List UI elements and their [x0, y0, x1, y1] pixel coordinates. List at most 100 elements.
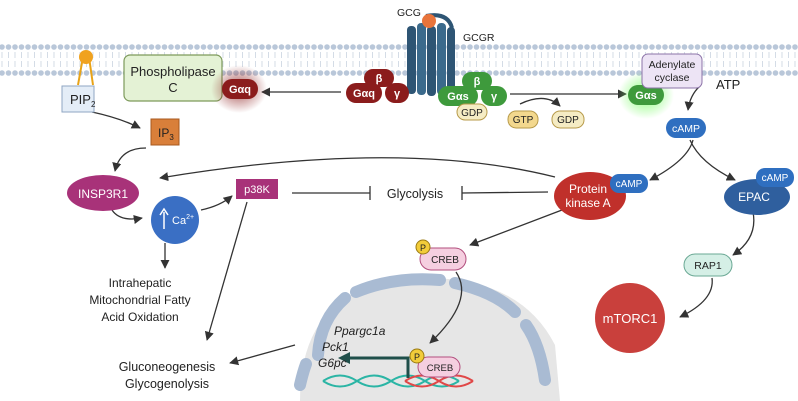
lipid-head [220, 44, 226, 50]
svg-text:Adenylate: Adenylate [649, 59, 696, 71]
lipid-head [337, 44, 343, 50]
lipid-head [25, 44, 31, 50]
lipid-head [571, 44, 577, 50]
lipid-head [558, 70, 564, 76]
lipid-head [5, 70, 12, 76]
lipid-head [109, 44, 116, 50]
p-creb-nucleus: CREB P [409, 348, 461, 378]
lipid-head [298, 44, 304, 50]
lipid-head [285, 70, 291, 76]
camp: cAMP [666, 118, 706, 138]
lipid-head [317, 70, 324, 76]
lipid-head [584, 70, 590, 76]
lipid-head [174, 44, 181, 50]
gcg-ligand [422, 14, 436, 28]
lipid-head [532, 44, 538, 50]
lipid-head [317, 44, 324, 50]
lipid-head [525, 70, 532, 76]
svg-text:Gluconeogenesis: Gluconeogenesis [119, 360, 216, 374]
lipid-head [83, 44, 90, 50]
lipid-head [525, 44, 532, 50]
svg-text:Gαq: Gαq [229, 84, 251, 96]
lipid-head [64, 44, 70, 50]
svg-text:P: P [414, 352, 420, 362]
lipid-head [597, 70, 603, 76]
svg-text:β: β [474, 76, 481, 88]
lipid-head [181, 44, 187, 50]
lipid-head [733, 70, 740, 76]
svg-text:γ: γ [491, 91, 498, 103]
glycolysis-label: Glycolysis [387, 187, 443, 201]
lipid-head [610, 44, 616, 50]
lipid-head [12, 70, 18, 76]
lipid-head [96, 70, 103, 76]
lipid-head [343, 70, 350, 76]
nuclear-genes: Ppargc1a Pck1 G6pc [318, 324, 386, 370]
lipid-head [122, 44, 129, 50]
lipid-head [590, 70, 597, 76]
svg-text:Gαs: Gαs [447, 91, 468, 103]
lipid-head [187, 44, 194, 50]
svg-text:RAP1: RAP1 [694, 260, 722, 272]
gtp-gdp-exchange: GTP GDP [507, 110, 585, 129]
svg-text:cyclase: cyclase [654, 72, 689, 84]
lipid-head [5, 44, 12, 50]
lipid-head [330, 44, 337, 50]
phospholipase-c: Phospholipase C [123, 54, 223, 102]
lipid-head [668, 44, 675, 50]
gaq-active: Gαq [211, 65, 267, 113]
lipid-head [792, 70, 798, 76]
lipid-head [519, 44, 525, 50]
lipid-head [278, 70, 285, 76]
lipid-head [714, 70, 720, 76]
lipid-head [70, 70, 77, 76]
lipid-head [44, 44, 51, 50]
lipid-head [701, 44, 707, 50]
lipid-head [746, 70, 753, 76]
lipid-head [311, 44, 317, 50]
lipid-head [246, 44, 252, 50]
lipid-head [116, 70, 122, 76]
pip2: PIP2 [61, 50, 96, 113]
lipid-head [753, 44, 759, 50]
svg-text:Ppargc1a: Ppargc1a [334, 324, 386, 338]
svg-text:GTP: GTP [513, 115, 534, 126]
adenylate-cyclase: Adenylate cyclase [641, 53, 703, 89]
lipid-head [311, 70, 317, 76]
lipid-head [688, 44, 694, 50]
lipid-head [551, 44, 558, 50]
svg-text:Pck1: Pck1 [322, 340, 349, 354]
lipid-head [207, 44, 213, 50]
lipid-head [291, 44, 298, 50]
lipid-head [493, 70, 499, 76]
svg-text:C: C [168, 80, 177, 95]
rap1: RAP1 [683, 253, 733, 277]
lipid-head [629, 44, 636, 50]
lipid-head [194, 44, 200, 50]
lipid-head [733, 44, 740, 50]
svg-text:cAMP: cAMP [762, 173, 789, 184]
lipid-head [590, 44, 597, 50]
lipid-head [31, 44, 38, 50]
svg-text:P: P [420, 243, 426, 253]
lipid-head [161, 44, 168, 50]
lipid-head [304, 70, 311, 76]
svg-text:G6pc: G6pc [318, 356, 347, 370]
svg-text:Gαq: Gαq [353, 88, 375, 100]
lipid-head [298, 70, 304, 76]
mtorc1: mTORC1 [595, 283, 665, 353]
lipid-head [746, 44, 753, 50]
lipid-head [148, 44, 155, 50]
lipid-head [506, 70, 512, 76]
mito-fatty-acid-oxidation: Intrahepatic Mitochondrial Fatty Acid Ox… [89, 276, 190, 324]
lipid-head [538, 70, 545, 76]
lipid-head [395, 44, 402, 50]
lipid-head [727, 44, 733, 50]
lipid-head [681, 44, 688, 50]
lipid-head [740, 70, 746, 76]
lipid-head [343, 44, 350, 50]
lipid-head [304, 44, 311, 50]
svg-text:CREB: CREB [431, 255, 459, 266]
lipid-head [577, 44, 584, 50]
